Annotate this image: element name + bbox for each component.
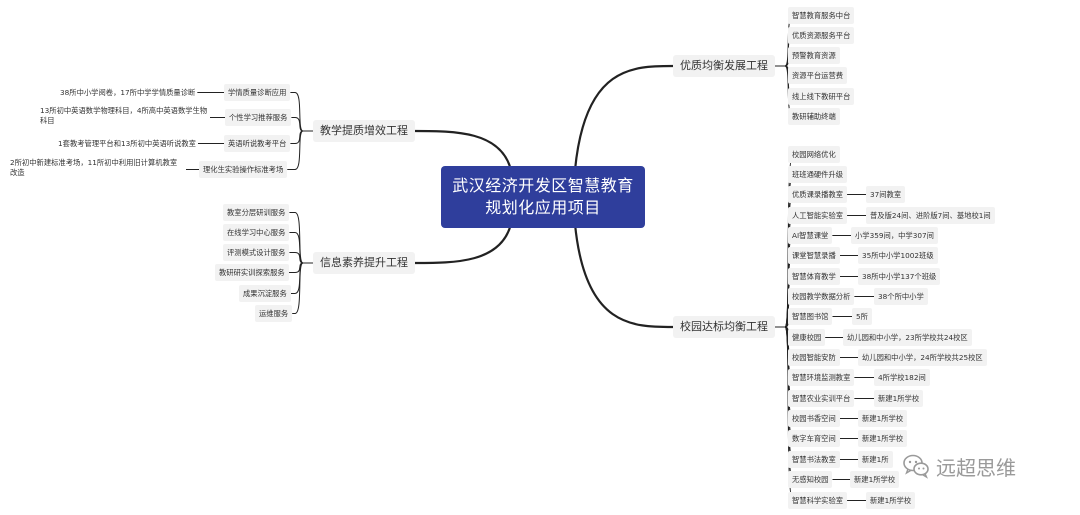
campus-item[interactable]: 智慧体育教学 — [788, 268, 840, 285]
campus-detail[interactable]: 小学359间，中学307间 — [851, 227, 938, 244]
watermark: 远超思维 — [902, 452, 1016, 480]
campus-detail[interactable]: 38个所中小学 — [874, 288, 928, 305]
quality-item[interactable]: 优质资源服务平台 — [788, 27, 855, 44]
connector-line — [573, 223, 674, 329]
campus-item[interactable]: 优质课录播教室 — [788, 186, 848, 203]
teaching-item[interactable]: 学情质量诊断应用 — [224, 84, 291, 101]
teaching-item[interactable]: 理化生实验操作标准考场 — [199, 161, 288, 178]
campus-detail[interactable]: 37间教室 — [866, 186, 906, 203]
teaching-item[interactable]: 个性学习推荐服务 — [225, 109, 292, 126]
connector-line — [414, 129, 513, 171]
literacy-item[interactable]: 运维服务 — [255, 305, 293, 322]
campus-item[interactable]: 课堂智慧录播 — [788, 247, 840, 264]
campus-item[interactable]: AI智慧课堂 — [788, 227, 833, 244]
teaching-detail: 2所初中新建标准考场，11所初中利用旧计算机教室改造 — [10, 158, 178, 177]
campus-item[interactable]: 智慧环境监测教室 — [788, 369, 855, 386]
campus-detail[interactable]: 4所学校182间 — [874, 369, 930, 386]
connector-line — [290, 92, 313, 132]
teaching-item[interactable]: 英语听说教考平台 — [224, 135, 291, 152]
branch-literacy[interactable]: 信息素养提升工程 — [313, 252, 415, 274]
campus-item[interactable]: 人工智能实验室 — [788, 207, 848, 224]
campus-item[interactable]: 健康校园 — [788, 329, 826, 346]
connector-line — [573, 64, 674, 171]
campus-item[interactable]: 校园网络优化 — [788, 146, 840, 163]
teaching-detail: 13所初中英语数学物理科目，4所高中英语数学生物科目 — [40, 106, 208, 125]
campus-detail[interactable]: 5所 — [852, 308, 872, 325]
connector-line — [289, 212, 313, 264]
literacy-item[interactable]: 在线学习中心服务 — [223, 224, 290, 241]
connector-line — [290, 262, 313, 294]
campus-item[interactable]: 智慧农业实训平台 — [788, 390, 855, 407]
campus-detail[interactable]: 新建1所学校 — [858, 430, 908, 447]
root-node[interactable]: 武汉经济开发区智慧教育规划化应用项目 — [441, 166, 645, 228]
watermark-text: 远超思维 — [936, 455, 1016, 480]
campus-item[interactable]: 班班通硬件升级 — [788, 166, 848, 183]
quality-item[interactable]: 预警教育资源 — [788, 47, 840, 64]
literacy-item[interactable]: 教室分层研训服务 — [223, 204, 290, 221]
branch-campus[interactable]: 校园达标均衡工程 — [673, 316, 775, 338]
quality-item[interactable]: 智慧教育服务中台 — [788, 7, 855, 24]
campus-detail[interactable]: 幼儿园和中小学，24所学校共25校区 — [858, 349, 987, 366]
campus-detail[interactable]: 38所中小学137个班级 — [858, 268, 941, 285]
campus-item[interactable]: 智慧图书馆 — [788, 308, 833, 325]
connector-line — [291, 117, 313, 132]
campus-detail[interactable]: 新建1所 — [858, 451, 893, 468]
campus-item[interactable]: 无感知校园 — [788, 471, 833, 488]
campus-item[interactable]: 校园教学数据分析 — [788, 288, 855, 305]
campus-detail[interactable]: 新建1所学校 — [866, 492, 916, 509]
quality-item[interactable]: 资源平台运营费 — [788, 67, 848, 84]
campus-detail[interactable]: 幼儿园和中小学，23所学校共24校区 — [843, 329, 972, 346]
campus-item[interactable]: 数字车育空间 — [788, 430, 840, 447]
campus-detail[interactable]: 普及版24间、进阶版7间、基地校1间 — [866, 207, 995, 224]
campus-item[interactable]: 智慧书法教室 — [788, 451, 840, 468]
campus-item[interactable]: 校园智能安防 — [788, 349, 840, 366]
campus-detail[interactable]: 新建1所学校 — [850, 471, 900, 488]
literacy-item[interactable]: 成果沉淀服务 — [239, 285, 291, 302]
connector-line — [414, 223, 513, 265]
campus-item[interactable]: 智慧科学实验室 — [788, 492, 848, 509]
literacy-item[interactable]: 教研研实训探索服务 — [215, 264, 289, 281]
teaching-detail: 1套教考管理平台和13所初中英语听说教室 — [58, 139, 196, 148]
connector-line — [292, 262, 313, 314]
campus-item[interactable]: 校园书香空间 — [788, 410, 840, 427]
teaching-detail: 38所中小学阅卷，17所中学学情质量诊断 — [60, 88, 196, 97]
campus-detail[interactable]: 新建1所学校 — [858, 410, 908, 427]
quality-item[interactable]: 线上线下教研平台 — [788, 88, 855, 105]
quality-item[interactable]: 教研辅助终端 — [788, 108, 840, 125]
campus-detail[interactable]: 35所中小学1002班级 — [858, 247, 938, 264]
connector-line — [287, 130, 313, 170]
literacy-item[interactable]: 评测模式设计服务 — [223, 244, 290, 261]
campus-detail[interactable]: 新建1所学校 — [874, 390, 924, 407]
branch-quality[interactable]: 优质均衡发展工程 — [673, 55, 775, 77]
branch-teaching[interactable]: 教学提质增效工程 — [313, 120, 415, 142]
wechat-icon — [903, 454, 929, 479]
